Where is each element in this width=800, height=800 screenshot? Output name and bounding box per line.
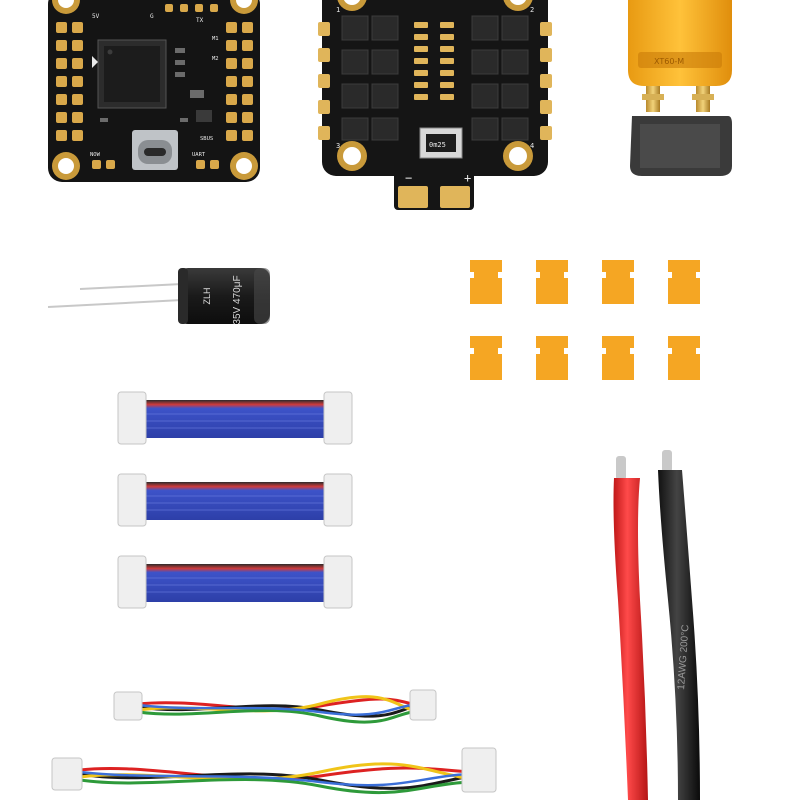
orientation-arrow-icon: [92, 56, 98, 68]
ribbon-cable: [117, 555, 353, 609]
ribbon-cable: [117, 391, 353, 445]
usb-c-port: [132, 130, 178, 170]
solder-pads-top: [165, 4, 218, 12]
motor-pads-right: [540, 22, 552, 140]
silkscreen-label: 5V: [92, 13, 100, 20]
silkscreen-label: G: [150, 13, 154, 20]
silkscreen-label: M2: [212, 56, 219, 62]
electrolytic-capacitor: 35V 470μF ZLH: [47, 268, 270, 325]
grommet: [470, 336, 502, 380]
motor-pads-left: [318, 22, 330, 140]
signal-pads: [414, 22, 454, 100]
grommet: [602, 336, 634, 380]
solder-pads-left: [56, 22, 83, 141]
wire-print: 12AWG 200°C: [676, 624, 692, 690]
xt60-mold-text: XT60-M: [654, 57, 684, 66]
motor-number: 3: [336, 142, 340, 150]
red-power-wire: [613, 456, 648, 800]
silkscreen-label: UART: [192, 152, 206, 158]
twisted-cable: [113, 689, 437, 724]
grommet: [668, 336, 700, 380]
mounting-hole: [337, 0, 367, 11]
mounting-hole: [230, 0, 258, 14]
mounting-hole: [52, 152, 80, 180]
silkscreen-label: M1: [212, 36, 219, 42]
motor-number: 1: [336, 6, 340, 14]
capacitor-rating: 35V 470μF: [232, 275, 243, 324]
damper-grommets: [470, 260, 700, 380]
grommet: [602, 260, 634, 304]
mounting-hole: [52, 0, 80, 14]
esc-board: 0m25 − + 1 2 3 4: [318, 0, 552, 210]
silkscreen-label: TX: [196, 17, 204, 24]
mounting-hole: [230, 152, 258, 180]
silkscreen-label: NOW: [90, 152, 101, 158]
mcu-chip: [97, 39, 167, 109]
grommet: [668, 260, 700, 304]
mounting-hole: [337, 141, 367, 171]
current-shunt: 0m25: [419, 127, 463, 159]
motor-number: 4: [530, 142, 534, 150]
polarity-plus: +: [464, 171, 471, 185]
solder-pads-right: [226, 22, 253, 141]
flight-controller-board: 5V G TX NOW UART SBUS M1 M2: [48, 0, 260, 182]
grommet: [536, 260, 568, 304]
grommet: [536, 336, 568, 380]
silkscreen-label: SBUS: [200, 136, 213, 142]
polarity-minus: −: [405, 171, 412, 185]
mounting-hole: [503, 0, 533, 11]
twisted-cable: [51, 747, 497, 795]
battery-pads: [398, 186, 470, 208]
mosfets: [341, 15, 529, 141]
smd-components: [100, 48, 212, 122]
shunt-label: 0m25: [429, 141, 446, 149]
capacitor-series: ZLH: [202, 287, 212, 304]
motor-number: 2: [530, 6, 534, 14]
solder-pads-bottom: [92, 160, 219, 169]
mounting-hole: [503, 141, 533, 171]
ribbon-cable: [117, 473, 353, 527]
xt60-connector: XT60-M: [628, 0, 732, 176]
black-power-wire: 12AWG 200°C: [658, 450, 700, 800]
grommet: [470, 260, 502, 304]
